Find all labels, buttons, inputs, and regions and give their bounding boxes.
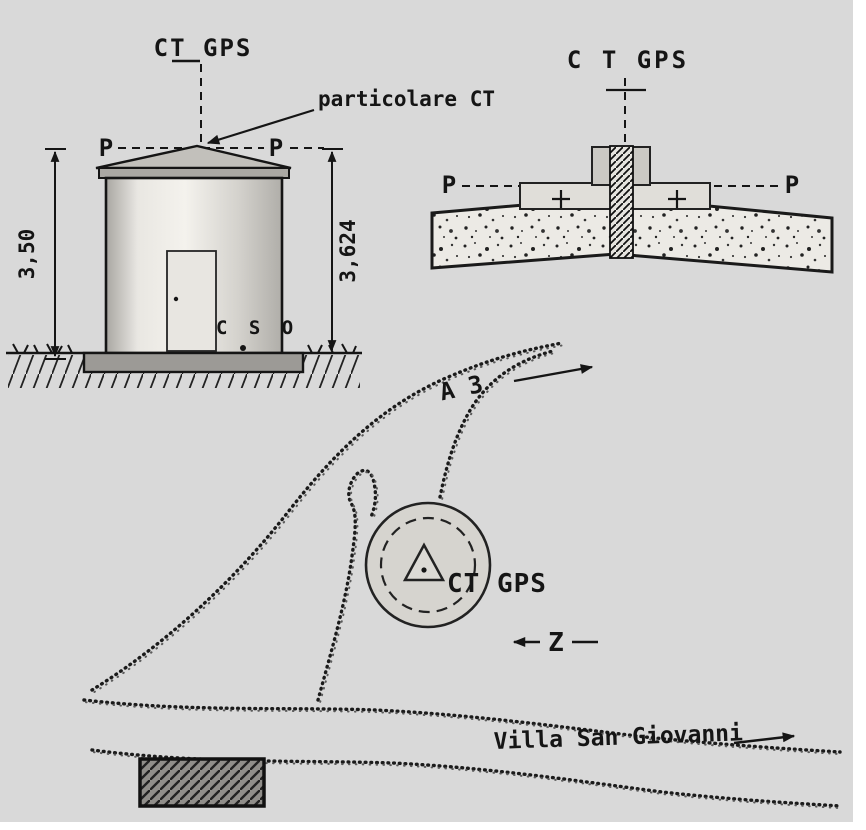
- p-right-label: P: [269, 134, 283, 162]
- anchor-cross-marks: [552, 190, 686, 208]
- roof-fascia: [98, 167, 290, 179]
- north-label: Z: [548, 628, 564, 658]
- hatched-legend-rectangle: [138, 757, 266, 808]
- dimension-right-ticks: [322, 148, 343, 354]
- highway-direction-arrow: [513, 364, 594, 383]
- section-detail-view: C T GPS P P: [430, 46, 834, 274]
- survey-point-dot: [421, 567, 427, 573]
- paper-background: [0, 0, 853, 822]
- dimension-right: 3,624: [322, 148, 360, 354]
- benchmark-dot: [240, 345, 246, 351]
- building-door: [166, 250, 217, 352]
- station-structure: [364, 501, 492, 629]
- north-indicator: Z: [512, 628, 598, 658]
- p-left-label: P: [99, 134, 113, 162]
- section-p-left: P: [442, 171, 456, 199]
- door-handle-dot: [173, 296, 179, 302]
- station-dashed-circle: [379, 516, 477, 614]
- foundation-slab: [82, 351, 305, 374]
- section-p-right: P: [785, 171, 799, 199]
- section-axis-label: C T GPS: [567, 46, 689, 74]
- dimension-left: 3,50: [15, 148, 66, 360]
- station-map-label: CT GPS: [447, 569, 547, 599]
- elevation-axis-label: CT GPS: [154, 34, 253, 62]
- detail-callout-label: particolare CT: [318, 87, 495, 111]
- elevation-view: CT GPS particolare CT P P C S O 3,50: [6, 34, 495, 388]
- site-map: CT GPS A 3 Z Villa San Giovanni: [82, 341, 843, 810]
- benchmark-label: C S O: [216, 317, 298, 339]
- hatched-anchor-bolt: [609, 145, 634, 259]
- dimension-right-value: 3,624: [336, 219, 360, 282]
- dimension-left-value: 3,50: [15, 229, 39, 280]
- dimension-left-ticks: [45, 148, 66, 360]
- destination-direction-arrow: [733, 732, 796, 745]
- survey-triangle-marker: [402, 542, 446, 582]
- detail-callout-arrow: [206, 108, 315, 145]
